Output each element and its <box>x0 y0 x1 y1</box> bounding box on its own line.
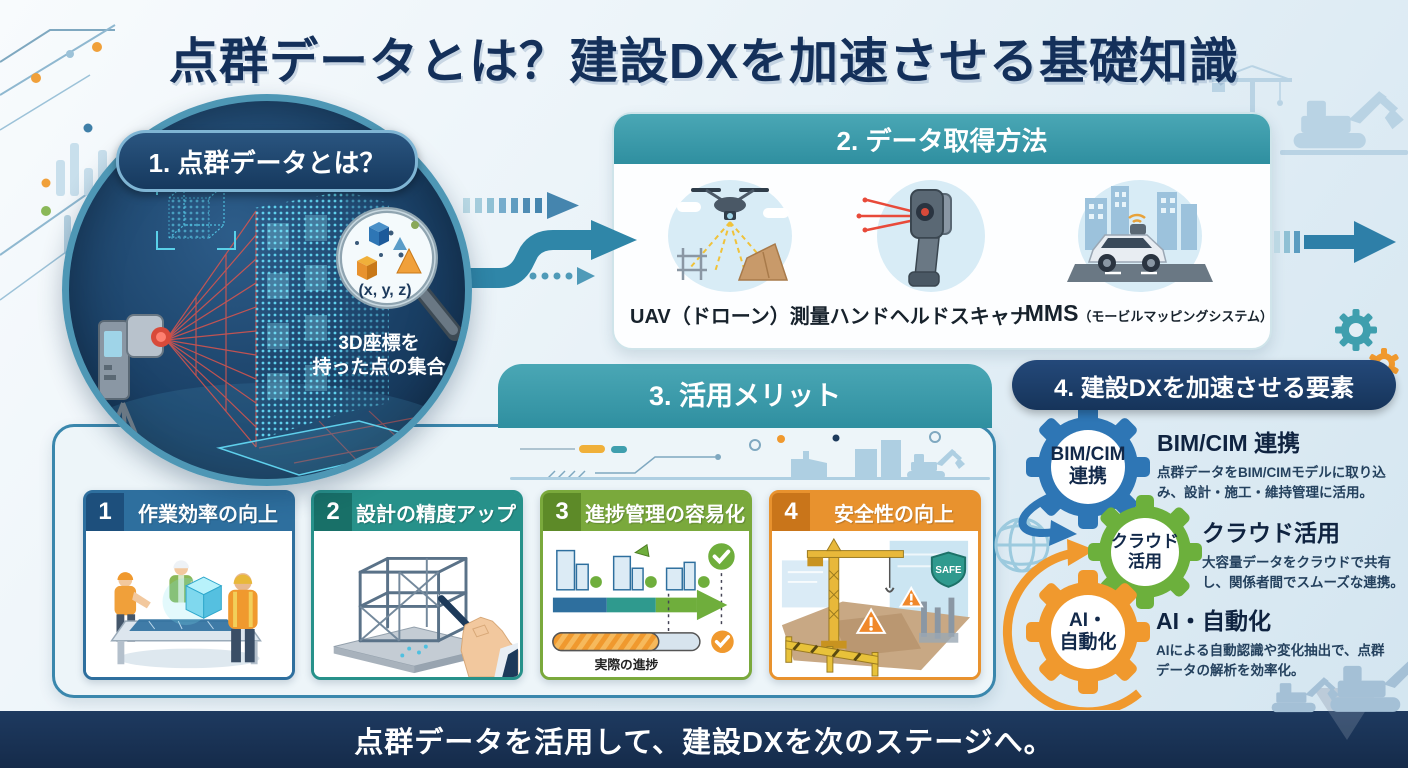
card2-title: 設計の精度アップ <box>356 503 516 526</box>
xyz-label: (x, y, z) <box>358 282 411 299</box>
safe-shield-icon: SAFE <box>930 551 967 588</box>
card2-header: 2 設計の精度アップ <box>314 493 520 531</box>
excavator-silhouette-large <box>1330 656 1408 712</box>
dx-item-cloud: クラウド活用 大容量データをクラウドで共有し、関係者間でスムーズな連携。 <box>1202 514 1408 594</box>
bimcim-desc: 点群データをBIM/CIMモデルに取り込み、設計・施工・維持管理に活用。 <box>1157 465 1386 501</box>
benefit-card-3: 3 進捗管理の容易化 <box>540 490 752 680</box>
section2-panel: 2. データ取得方法 <box>612 112 1274 350</box>
handheld-scanner-icon <box>856 180 986 292</box>
bimcim-gear-label: BIM/CIM 連携 <box>1050 444 1126 487</box>
bimcim-gear-icon <box>1026 405 1150 529</box>
card3-title: 進捗管理の容易化 <box>585 503 745 526</box>
card1-number: 1 <box>86 493 124 531</box>
dotted-arrow-icon <box>529 267 595 285</box>
section1-title: 1. 点群データとは？ <box>148 147 386 178</box>
skyline-silhouette <box>791 440 965 479</box>
acquisition-item-mms: MMS（モービルマッピングシステム） <box>1024 172 1274 329</box>
page-title: 点群データとは？建設DXを加速させる基礎知識 <box>168 35 1240 89</box>
cloud-gear-label: クラウド 活用 <box>1111 532 1179 571</box>
card4-title: 安全性の向上 <box>834 503 954 526</box>
globe-icon <box>994 517 1050 573</box>
section1-header: 1. 点群データとは？ <box>116 130 418 192</box>
orange-flow-arc <box>1002 548 1142 710</box>
card4-number: 4 <box>772 493 810 531</box>
drone-icon <box>667 180 792 292</box>
card1-title: 作業効率の向上 <box>138 503 278 526</box>
footer-text: 点群データを活用して、建設DXを次のステージへ。 <box>354 726 1054 759</box>
benefit-card-1: 1 作業効率の向上 <box>83 490 295 680</box>
progress-illustration: 実際の進捗 <box>552 540 738 672</box>
teamwork-illustration <box>110 560 262 669</box>
ai-title: AI・自動化 <box>1156 608 1271 634</box>
xyz-points <box>355 221 422 280</box>
point-cloud-scene: (x, y, z) 3D座標を 持った点の集合 <box>69 172 465 479</box>
barrier-fence <box>785 636 879 677</box>
section4-gears <box>994 405 1202 710</box>
cloud-gear-icon <box>1088 495 1202 609</box>
bimcim-title: BIM/CIM 連携 <box>1157 430 1301 456</box>
section4-header: 4. 建設DXを加速させる要素 <box>1012 360 1396 410</box>
caption-line2: 持った点の集合 <box>312 355 446 378</box>
magnifier-icon: (x, y, z) <box>336 207 463 341</box>
ai-gear-icon <box>1026 570 1150 694</box>
benefit-card-2: 2 設計の精度アップ <box>311 490 523 680</box>
safe-badge: SAFE <box>935 565 962 576</box>
ai-gear-label: AI・ 自動化 <box>1059 610 1117 653</box>
point-cube-icon <box>168 184 225 239</box>
bottomright-decoration <box>1271 656 1408 740</box>
construction-skyline-decoration <box>510 431 990 480</box>
dx-item-bimcim: BIM/CIM 連携 点群データをBIM/CIMモデルに取り込み、設計・施工・維… <box>1157 424 1403 504</box>
flow-arrow-right <box>1274 221 1396 263</box>
acquisition-item-handheld: ハンドヘルドスキャナ <box>829 172 1030 329</box>
section3-title: 3. 活用メリット <box>648 380 842 411</box>
card4-header: 4 安全性の向上 <box>772 493 978 531</box>
section4-title: 4. 建設DXを加速させる要素 <box>1053 374 1355 402</box>
teal-gear-icon <box>1335 309 1377 351</box>
dashed-arrow-icon <box>463 192 579 219</box>
acquisition-item-uav: UAV（ドローン）測量 <box>630 172 830 329</box>
section3-header: 3. 活用メリット <box>498 364 992 428</box>
card3-number: 3 <box>543 493 581 531</box>
flow-arrow-1-2 <box>449 192 637 288</box>
blue-flow-arc <box>1018 494 1056 537</box>
mms-vehicle-icon <box>1066 180 1213 292</box>
laser-scanner-icon <box>98 314 171 456</box>
handheld-label: ハンドヘルドスキャナ <box>829 306 1030 328</box>
safety-illustration: SAFE <box>781 537 971 677</box>
section2-title: 2. データ取得方法 <box>836 125 1048 156</box>
section3-panel: 1 作業効率の向上 <box>52 424 996 698</box>
uav-label: UAV（ドローン）測量 <box>630 306 830 328</box>
main-flow-arrow <box>449 230 593 288</box>
cloud-title: クラウド活用 <box>1202 520 1340 546</box>
caption-line1: 3D座標を <box>338 331 419 354</box>
mms-label: MMS（モービルマッピングシステム） <box>1024 300 1274 326</box>
progress-label: 実際の進捗 <box>595 657 659 672</box>
steel-frame-illustration <box>333 556 519 677</box>
card1-header: 1 作業効率の向上 <box>86 493 292 531</box>
footer-banner: 点群データを活用して、建設DXを次のステージへ。 <box>0 711 1408 768</box>
benefit-card-4: 4 安全性の向上 <box>769 490 981 680</box>
dx-item-ai: AI・自動化 AIによる自動認識や変化抽出で、点群データの解析を効率化。 <box>1156 602 1396 682</box>
excavator-silhouette <box>1293 91 1404 149</box>
ai-desc: AIによる自動認識や変化抽出で、点群データの解析を効率化。 <box>1156 643 1385 679</box>
card2-number: 2 <box>314 493 352 531</box>
section2-header: 2. データ取得方法 <box>614 114 1270 164</box>
card3-header: 3 進捗管理の容易化 <box>543 493 749 531</box>
cloud-desc: 大容量データをクラウドで共有し、関係者間でスムーズな連携。 <box>1202 555 1404 591</box>
